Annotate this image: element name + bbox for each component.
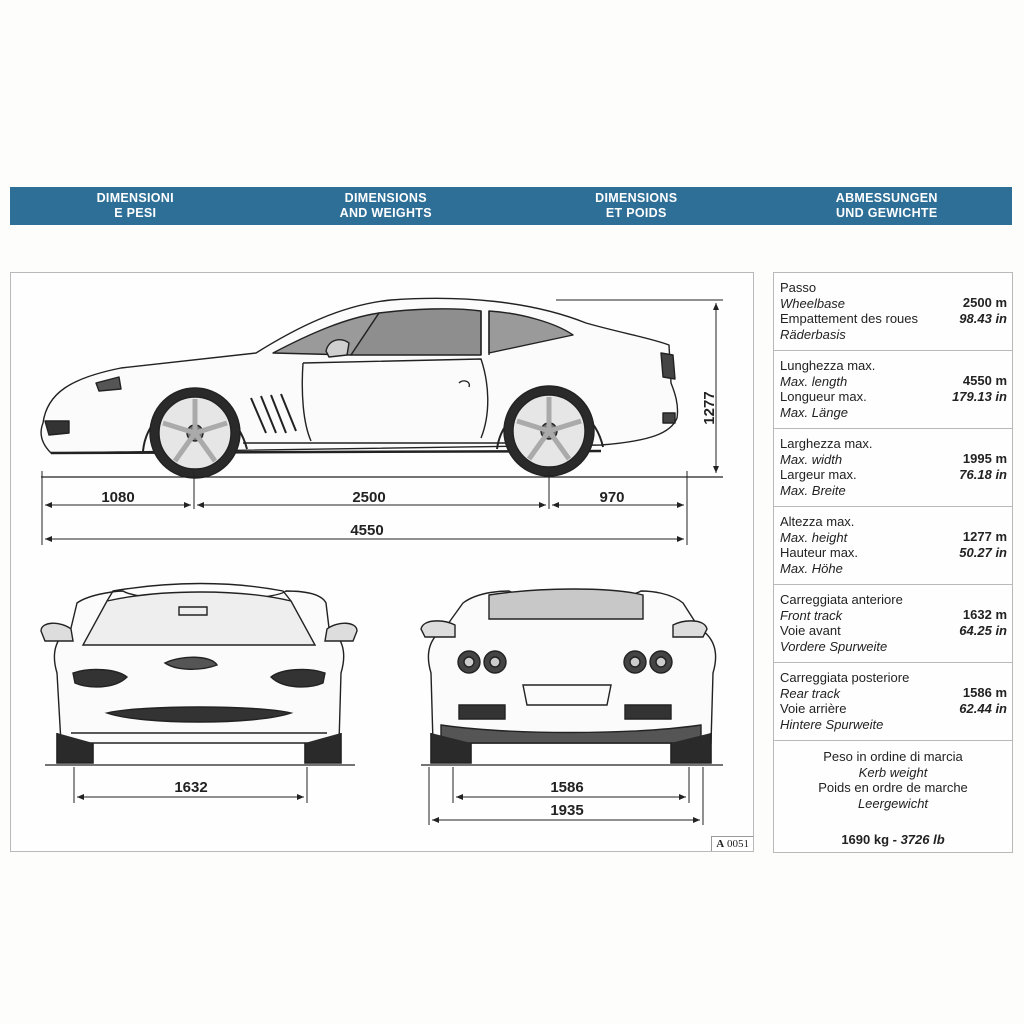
spec-row-width: Larghezza max. Max. width Largeur max. M… <box>774 429 1012 507</box>
spec-label-de: Max. Länge <box>780 405 848 421</box>
front-windshield <box>81 591 317 646</box>
rear-track-dimension <box>452 767 690 803</box>
spec-label-it: Passo <box>780 280 817 295</box>
rear-track-value: 1586 <box>550 779 583 796</box>
weight-label-it: Peso in ordine di marcia <box>823 749 963 764</box>
spec-row-weight: Peso in ordine di marcia Kerb weight Poi… <box>774 741 1012 847</box>
spec-value-metric: 1995 m <box>962 451 1007 466</box>
header-title-fr: DIMENSIONS ET POIDS <box>595 191 678 220</box>
front-overhang-value: 1080 <box>101 489 134 506</box>
spec-label-it: Lunghezza max. <box>780 358 876 373</box>
spec-label-fr: Longueur max. <box>780 389 867 405</box>
front-view <box>40 582 358 764</box>
front-track-dimension <box>73 767 308 803</box>
spec-label-de: Max. Breite <box>780 483 846 499</box>
height-dimension <box>556 299 723 473</box>
header-title-en: DIMENSIONS AND WEIGHTS <box>339 191 432 220</box>
spec-label-it: Altezza max. <box>780 514 855 529</box>
spec-label-en: Front track <box>780 607 843 623</box>
spec-label-fr: Voie avant <box>780 623 841 639</box>
spec-label-de: Räderbasis <box>780 327 846 343</box>
overall-length-value: 4550 <box>350 522 383 539</box>
weight-metric: 1690 kg <box>841 831 890 847</box>
side-window-rear <box>488 310 574 354</box>
spec-label-en: Max. width <box>780 451 843 467</box>
spec-row-height: Altezza max. Max. height Hauteur max. Ma… <box>774 507 1012 585</box>
technical-drawing: 1277 1080 2500 970 4550 <box>10 272 754 852</box>
spec-label-fr: Empattement des roues <box>780 311 919 327</box>
header-banner: DIMENSIONI E PESI DIMENSIONS AND WEIGHTS… <box>10 187 1012 225</box>
spec-value-metric: 4550 m <box>962 373 1007 388</box>
overall-width-value: 1935 <box>550 802 583 819</box>
spec-label-fr: Hauteur max. <box>780 545 859 561</box>
spec-value-metric: 1277 m <box>962 529 1007 544</box>
side-rear-wheel <box>503 385 595 477</box>
rear-view <box>420 588 717 764</box>
spec-label-it: Carreggiata anteriore <box>780 592 903 607</box>
weight-imperial: 3726 lb <box>900 831 945 847</box>
spec-value-imperial: 64.25 in <box>959 623 1007 638</box>
spec-value-imperial: 179.13 in <box>952 389 1007 404</box>
spec-table: Passo Wheelbase Empattement des roues Rä… <box>773 272 1013 853</box>
header-title-de: ABMESSUNGEN UND GEWICHTE <box>835 191 938 220</box>
side-window-front <box>350 308 482 356</box>
spec-label-en: Rear track <box>780 685 840 701</box>
spec-row-wheelbase: Passo Wheelbase Empattement des roues Rä… <box>774 273 1012 351</box>
spec-value-metric: 1632 m <box>962 607 1007 622</box>
spec-label-en: Max. height <box>780 529 848 545</box>
spec-value-imperial: 62.44 in <box>959 701 1007 716</box>
wheelbase-value: 2500 <box>352 489 385 506</box>
spec-label-de: Max. Höhe <box>780 561 843 577</box>
length-dimensions <box>41 471 688 545</box>
weight-total: 1690 kg - 3726 lb <box>774 832 1012 847</box>
spec-value-metric: 1586 m <box>962 685 1007 700</box>
overall-width-dimension <box>428 767 704 825</box>
weight-separator: - <box>889 831 901 847</box>
spec-value-imperial: 76.18 in <box>959 467 1007 482</box>
rear-overhang-value: 970 <box>599 489 624 506</box>
spec-label-de: Vordere Spurweite <box>780 639 888 655</box>
spec-label-fr: Voie arrière <box>780 701 847 717</box>
spec-row-length: Lunghezza max. Max. length Longueur max.… <box>774 351 1012 429</box>
spec-label-fr: Largeur max. <box>780 467 857 483</box>
drawing-reference-code: A 0051 <box>711 836 753 851</box>
side-front-wheel <box>149 387 241 479</box>
spec-label-de: Hintere Spurweite <box>780 717 884 733</box>
weight-label-en: Kerb weight <box>858 764 928 780</box>
spec-row-rear-track: Carreggiata posteriore Rear track Voie a… <box>774 663 1012 741</box>
header-title-it: DIMENSIONI E PESI <box>96 191 174 220</box>
front-track-value: 1632 <box>174 779 207 796</box>
weight-label-fr: Poids en ordre de marche <box>818 780 968 796</box>
weight-label-de: Leergewicht <box>857 796 929 812</box>
spec-label-en: Max. length <box>780 373 848 389</box>
spec-value-metric: 2500 m <box>962 295 1007 310</box>
spec-row-front-track: Carreggiata anteriore Front track Voie a… <box>774 585 1012 663</box>
spec-label-en: Wheelbase <box>780 295 846 311</box>
drawing-svg: 1277 1080 2500 970 4550 <box>40 297 723 825</box>
front-grille <box>104 706 294 723</box>
spec-value-imperial: 50.27 in <box>959 545 1007 560</box>
rear-window <box>488 588 644 620</box>
spec-label-it: Carreggiata posteriore <box>780 670 910 685</box>
height-value: 1277 <box>701 391 718 424</box>
spec-value-imperial: 98.43 in <box>959 311 1007 326</box>
spec-label-it: Larghezza max. <box>780 436 873 451</box>
